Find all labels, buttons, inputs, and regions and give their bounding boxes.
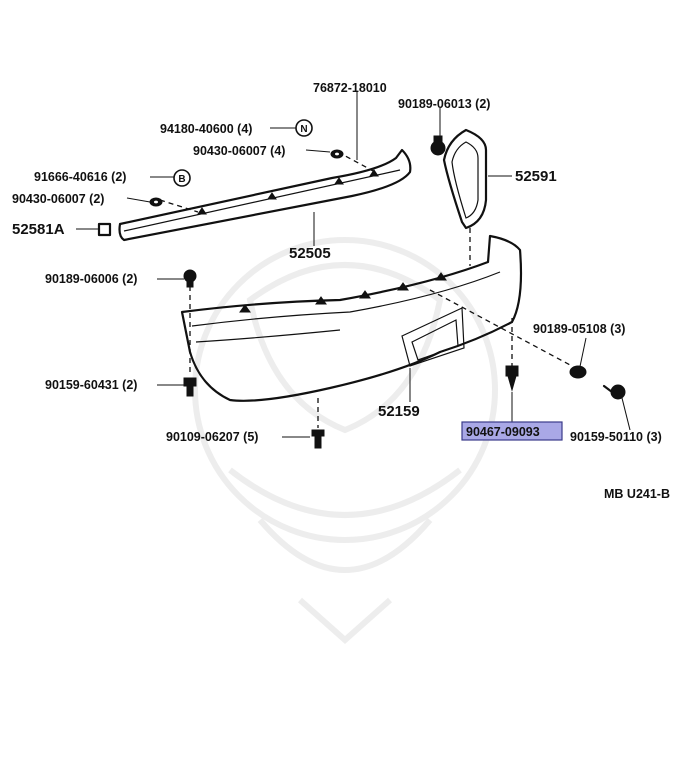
clip-90467-09093[interactable] [505, 365, 519, 392]
label-90109-06207[interactable]: 90109-06207 (5) [166, 430, 258, 444]
reference-code: MB U241-B [604, 487, 670, 501]
bolt-90159-60431[interactable] [183, 377, 197, 397]
bumper-cover-52159[interactable] [180, 234, 523, 402]
bolt-90109-06207[interactable] [311, 429, 325, 449]
pad-52581a[interactable] [97, 222, 112, 237]
washer-90430-06007-left[interactable] [149, 197, 163, 207]
label-90159-50110[interactable]: 90159-50110 (3) [570, 430, 662, 444]
washer-90430-06007-upper[interactable] [330, 149, 344, 159]
reinforcement-52505[interactable] [118, 148, 412, 242]
part-labels: 76872-18010 90189-06013 (2) 94180-40600 … [12, 81, 670, 501]
marker-n: N [300, 124, 307, 135]
clip-90189-06006[interactable] [183, 269, 197, 288]
label-52591[interactable]: 52591 [515, 168, 557, 185]
highlight-box [461, 421, 563, 441]
screw-90159-50110[interactable] [602, 384, 626, 400]
assembly-lines [159, 151, 573, 428]
label-76872-18010[interactable]: 76872-18010 [313, 81, 387, 95]
marker-b: B [178, 174, 185, 185]
label-52159[interactable]: 52159 [378, 403, 420, 420]
label-94180-40600[interactable]: 94180-40600 (4) [160, 122, 252, 136]
label-90467-09093[interactable]: 90467-09093 [466, 425, 540, 439]
clip-90189-05108[interactable] [569, 365, 587, 379]
extension-52591[interactable] [442, 128, 488, 230]
label-90189-06006[interactable]: 90189-06006 (2) [45, 272, 137, 286]
nut-91666-40616[interactable]: B [173, 169, 191, 187]
clip-90189-06013[interactable] [430, 135, 446, 156]
watermark-emblem [192, 237, 498, 645]
label-90159-60431[interactable]: 90159-60431 (2) [45, 378, 137, 392]
label-90430-06007-upper[interactable]: 90430-06007 (4) [193, 144, 285, 158]
label-90430-06007-left[interactable]: 90430-06007 (2) [12, 192, 104, 206]
label-52581a[interactable]: 52581A [12, 221, 65, 238]
label-52505[interactable]: 52505 [289, 245, 331, 262]
label-90189-06013[interactable]: 90189-06013 (2) [398, 97, 490, 111]
nut-94180-40600[interactable]: N [295, 119, 313, 137]
label-90189-05108[interactable]: 90189-05108 (3) [533, 322, 625, 336]
label-91666-40616[interactable]: 91666-40616 (2) [34, 170, 126, 184]
